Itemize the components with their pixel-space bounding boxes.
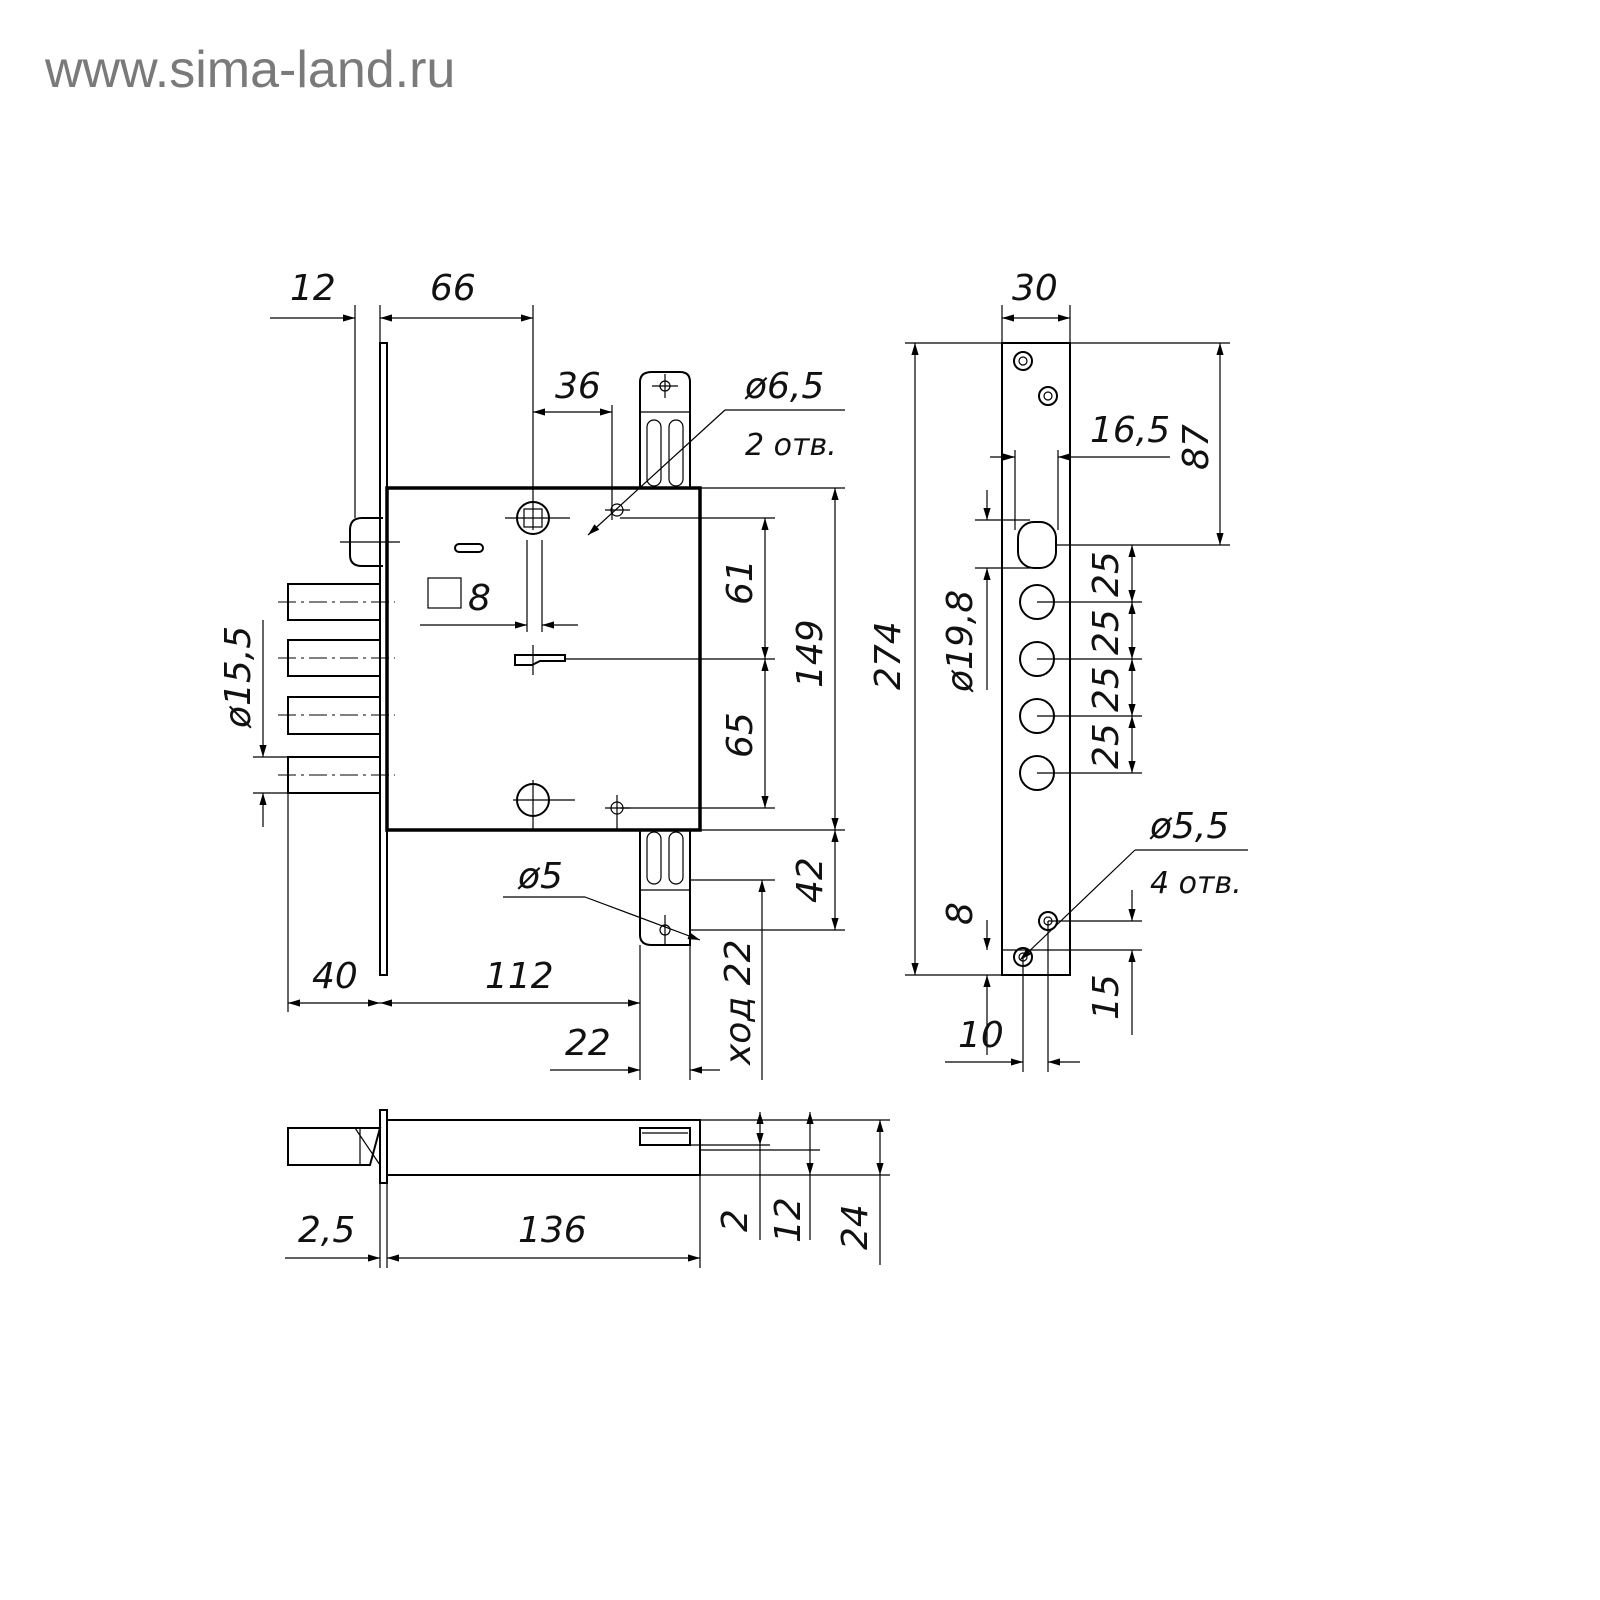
dim-136: 136 xyxy=(518,1210,587,1251)
square-spindle-icon xyxy=(427,577,462,609)
dim-2: 2 xyxy=(715,1209,756,1232)
dim-10: 10 xyxy=(958,1015,1004,1056)
dim-65: 65 xyxy=(720,712,761,758)
stroke-22: ход 22 xyxy=(718,940,759,1066)
dim-12-bottom: 12 xyxy=(768,1197,809,1243)
dim-22: 22 xyxy=(565,1023,611,1064)
dim-16-5: 16,5 xyxy=(1090,410,1170,451)
dim-2-5: 2,5 xyxy=(298,1210,355,1251)
side-view: 30 87 16,5 ø19,8 25 25 25 25 ø5,5 4 отв.… xyxy=(905,268,1248,1072)
dim-24: 24 xyxy=(835,1204,876,1250)
bottom-view: 2,5 136 2 12 24 xyxy=(285,1109,890,1268)
pitch-25-4: 25 xyxy=(1086,723,1127,769)
key-slot xyxy=(514,654,566,666)
holes-2-label: 2 отв. xyxy=(745,428,837,463)
dim-149: 149 xyxy=(790,619,831,688)
dim-274: 274 xyxy=(868,621,909,690)
dia-15-5: ø15,5 xyxy=(218,626,259,729)
square-8-label: 8 xyxy=(468,578,491,619)
dim-36: 36 xyxy=(555,366,601,407)
dim-30: 30 xyxy=(1012,268,1058,309)
dim-15: 15 xyxy=(1086,974,1127,1020)
dim-12: 12 xyxy=(290,268,336,309)
pitch-25-2: 25 xyxy=(1086,609,1127,655)
dim-87: 87 xyxy=(1176,424,1217,470)
dim-61: 61 xyxy=(720,559,761,605)
holes-4-label: 4 отв. xyxy=(1150,866,1242,901)
front-view: 12 66 36 ø6,5 2 отв. 8 61 65 149 42 274 … xyxy=(218,268,909,1080)
dim-112: 112 xyxy=(485,956,554,997)
watermark-url: www.sima-land.ru xyxy=(45,41,456,99)
dim-42: 42 xyxy=(790,857,831,903)
pitch-25-1: 25 xyxy=(1086,551,1127,597)
dim-66: 66 xyxy=(430,268,476,309)
dim-40: 40 xyxy=(312,956,358,997)
pitch-25-3: 25 xyxy=(1086,666,1127,712)
hole-5-5-label: ø5,5 xyxy=(1149,806,1229,847)
hole-5-label: ø5 xyxy=(517,856,563,897)
dia-19-8: ø19,8 xyxy=(940,590,981,693)
hole-6-5-label: ø6,5 xyxy=(744,366,824,407)
bolts xyxy=(278,583,395,794)
dim-8: 8 xyxy=(940,902,981,925)
